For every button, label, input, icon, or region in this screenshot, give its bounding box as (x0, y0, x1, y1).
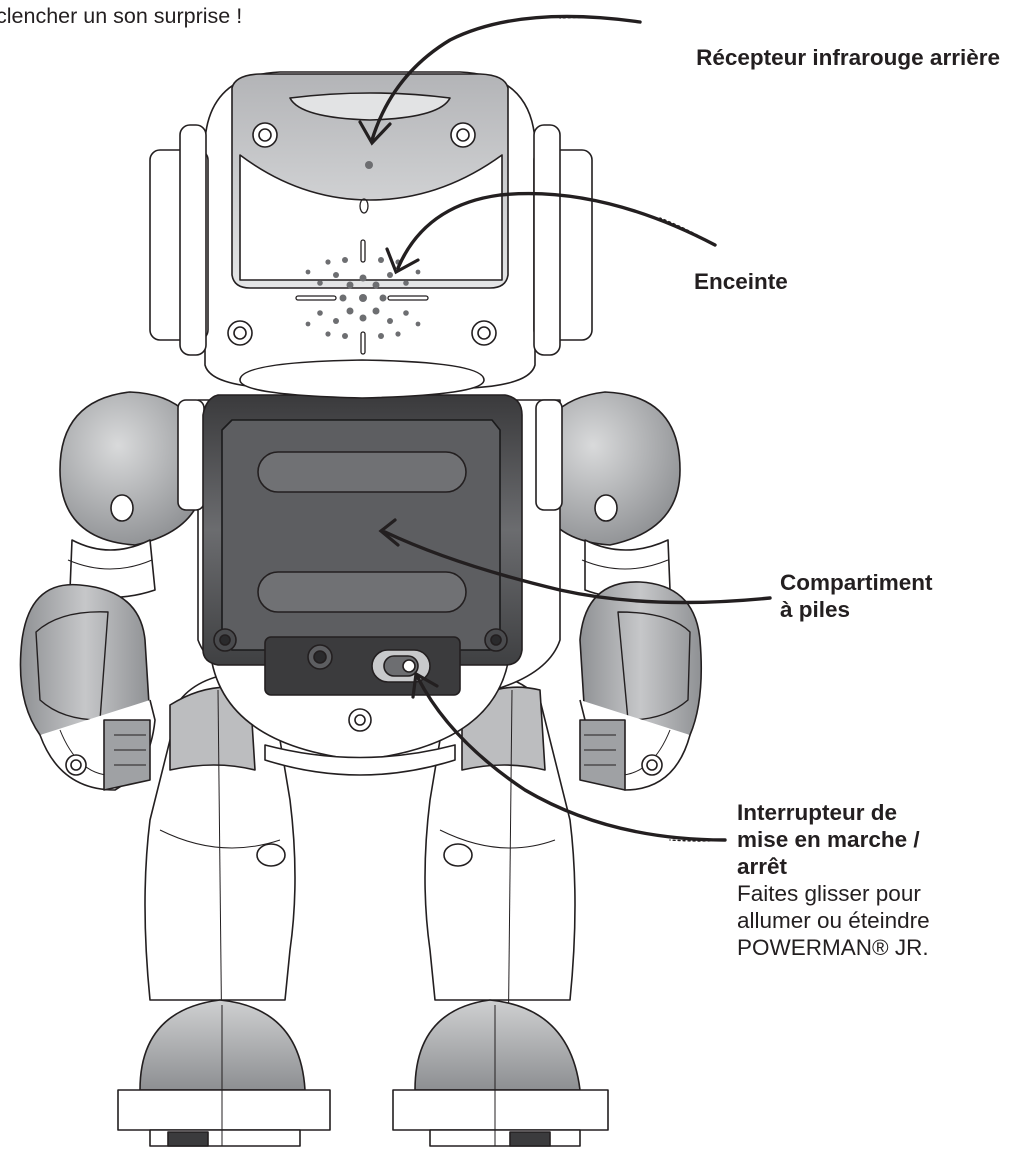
speaker-grille (295, 239, 429, 355)
switch-desc-line2: allumer ou éteindre (737, 908, 930, 933)
top-caption: clencher un son surprise ! (0, 4, 243, 28)
ir-receiver-arrow (358, 14, 642, 146)
switch-desc-line1: Faites glisser pour (737, 881, 921, 906)
left-leg (144, 671, 296, 1061)
switch-arrow (411, 671, 727, 842)
power-switch-label: Interrupteur de mise en marche / arrêt F… (737, 799, 1007, 961)
speaker-label: Enceinte (694, 269, 788, 294)
battery-label-line2: à piles (780, 597, 851, 622)
head (149, 71, 593, 399)
left-foot (117, 999, 331, 1147)
switch-desc-line3: POWERMAN® JR. (737, 935, 929, 960)
ir-receiver-label: Récepteur infrarouge arrière (696, 45, 1000, 70)
switch-title-line2: mise en marche / (737, 827, 920, 852)
battery-label-line1: Compartiment (780, 570, 933, 595)
battery-compartment-label: Compartiment à piles (780, 569, 933, 623)
ir-receiver-dot (365, 161, 373, 169)
battery-arrow (378, 518, 772, 605)
left-arm (19, 391, 206, 791)
switch-title-line1: Interrupteur de (737, 800, 898, 825)
right-foot (392, 999, 609, 1147)
right-arm (534, 391, 703, 791)
switch-title-line3: arrêt (737, 854, 788, 879)
battery-compartment (202, 394, 523, 696)
speaker-arrow (385, 191, 717, 275)
